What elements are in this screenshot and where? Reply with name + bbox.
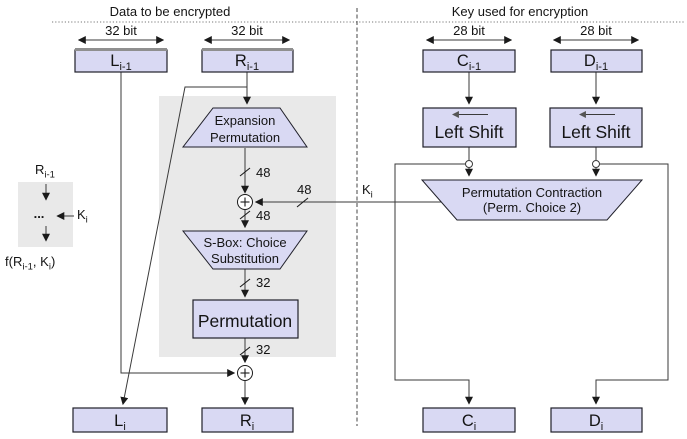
left-shift-c-block: Left Shift: [422, 107, 517, 148]
slash-48-out: [239, 210, 251, 220]
pc2-block: Permutation Contraction (Perm. Choice 2): [420, 179, 644, 221]
register-d-prev: Di-1: [550, 49, 643, 73]
wire-lprev-to-xor: [120, 72, 236, 377]
wire-rprev-to-lnext: [120, 86, 247, 406]
left-shift-d-block: Left Shift: [549, 107, 643, 148]
register-l-next-label: Li: [114, 412, 126, 433]
legend-f-function: Ri-1 ... Ki f(Ri-1, Ki): [5, 162, 88, 273]
bus-width-arrows: 32 bit 32 bit 28 bit 28 bit: [77, 23, 640, 44]
register-d-prev-box: [550, 49, 643, 73]
sbox-shape: [181, 230, 308, 270]
width-label-l: 32 bit: [105, 23, 137, 38]
register-r-next: Ri: [201, 407, 294, 433]
register-r-prev: Ri-1: [201, 48, 294, 73]
register-l-next: Li: [72, 407, 168, 433]
legend-dots: ...: [34, 206, 45, 221]
sbox-line2: Substitution: [211, 251, 279, 266]
register-c-prev: Ci-1: [422, 49, 516, 73]
slash-48-key: [296, 197, 309, 208]
key-path-wires: [394, 72, 669, 405]
section-title-data: Data to be encrypted: [110, 4, 231, 19]
data-path-wires: [120, 72, 441, 406]
register-d-next-label: Di: [589, 412, 603, 433]
bus-label-32-in: 32: [256, 275, 270, 290]
sbox-block: S-Box: Choice Substitution: [181, 230, 308, 270]
register-d-prev-label: Di-1: [584, 52, 608, 73]
section-title-key: Key used for encryption: [452, 4, 589, 19]
register-d-next-box: [550, 407, 643, 433]
register-c-prev-label: Ci-1: [457, 52, 481, 73]
register-l-next-box: [72, 407, 168, 433]
junction-dot-d: [592, 160, 600, 168]
register-d-next: Di: [550, 407, 643, 433]
register-c-next-label: Ci: [462, 412, 476, 433]
xor-feistel-icon: [237, 365, 253, 381]
pc2-line2: (Perm. Choice 2): [483, 200, 581, 215]
register-c-next: Ci: [422, 407, 516, 433]
slash-32-out: [239, 346, 251, 356]
width-label-d: 28 bit: [580, 23, 612, 38]
expansion-line2: Permutation: [210, 130, 280, 145]
expansion-line1: Expansion: [215, 113, 276, 128]
register-r-next-label: Ri: [240, 412, 254, 433]
legend-input-label: Ri-1: [35, 162, 55, 181]
key-subkey-label: Ki: [362, 182, 373, 201]
bus-label-48-out: 48: [256, 208, 270, 223]
legend-key-label: Ki: [77, 207, 88, 226]
register-r-prev-label: Ri-1: [235, 52, 259, 73]
register-c-prev-box: [422, 49, 516, 73]
left-shift-c-label: Left Shift: [434, 122, 503, 142]
bus-label-32-out: 32: [256, 342, 270, 357]
width-label-c: 28 bit: [453, 23, 485, 38]
bus-slashes: [239, 167, 309, 356]
permutation-label: Permutation: [198, 311, 292, 331]
junction-dot-c: [465, 160, 473, 168]
bus-label-48-key: 48: [297, 182, 311, 197]
key-label-base: K: [362, 182, 371, 197]
register-r-next-box: [201, 407, 294, 433]
register-c-next-box: [422, 407, 516, 433]
slash-48-in: [239, 167, 251, 177]
register-l-prev: Li-1: [74, 48, 168, 73]
legend-output-label: f(Ri-1, Ki): [5, 254, 55, 273]
sbox-line1: S-Box: Choice: [203, 235, 286, 250]
expansion-permutation-block: Expansion Permutation: [181, 107, 308, 148]
expansion-permutation-shape: [181, 107, 308, 148]
pc2-line1: Permutation Contraction: [462, 185, 602, 200]
permutation-block: Permutation: [192, 299, 299, 339]
register-l-prev-label: Li-1: [110, 52, 131, 73]
bus-label-48-in: 48: [256, 165, 270, 180]
wire-junctiond-to-dnext: [592, 163, 669, 405]
width-label-r: 32 bit: [231, 23, 263, 38]
xor-key-icon: [237, 194, 253, 210]
left-shift-d-label: Left Shift: [561, 122, 630, 142]
pc2-shape: [420, 179, 644, 221]
key-label-sub: i: [371, 190, 373, 201]
slash-32-in: [239, 278, 251, 288]
permutation-box: [192, 299, 299, 339]
wire-junctionc-to-cnext: [394, 163, 473, 405]
